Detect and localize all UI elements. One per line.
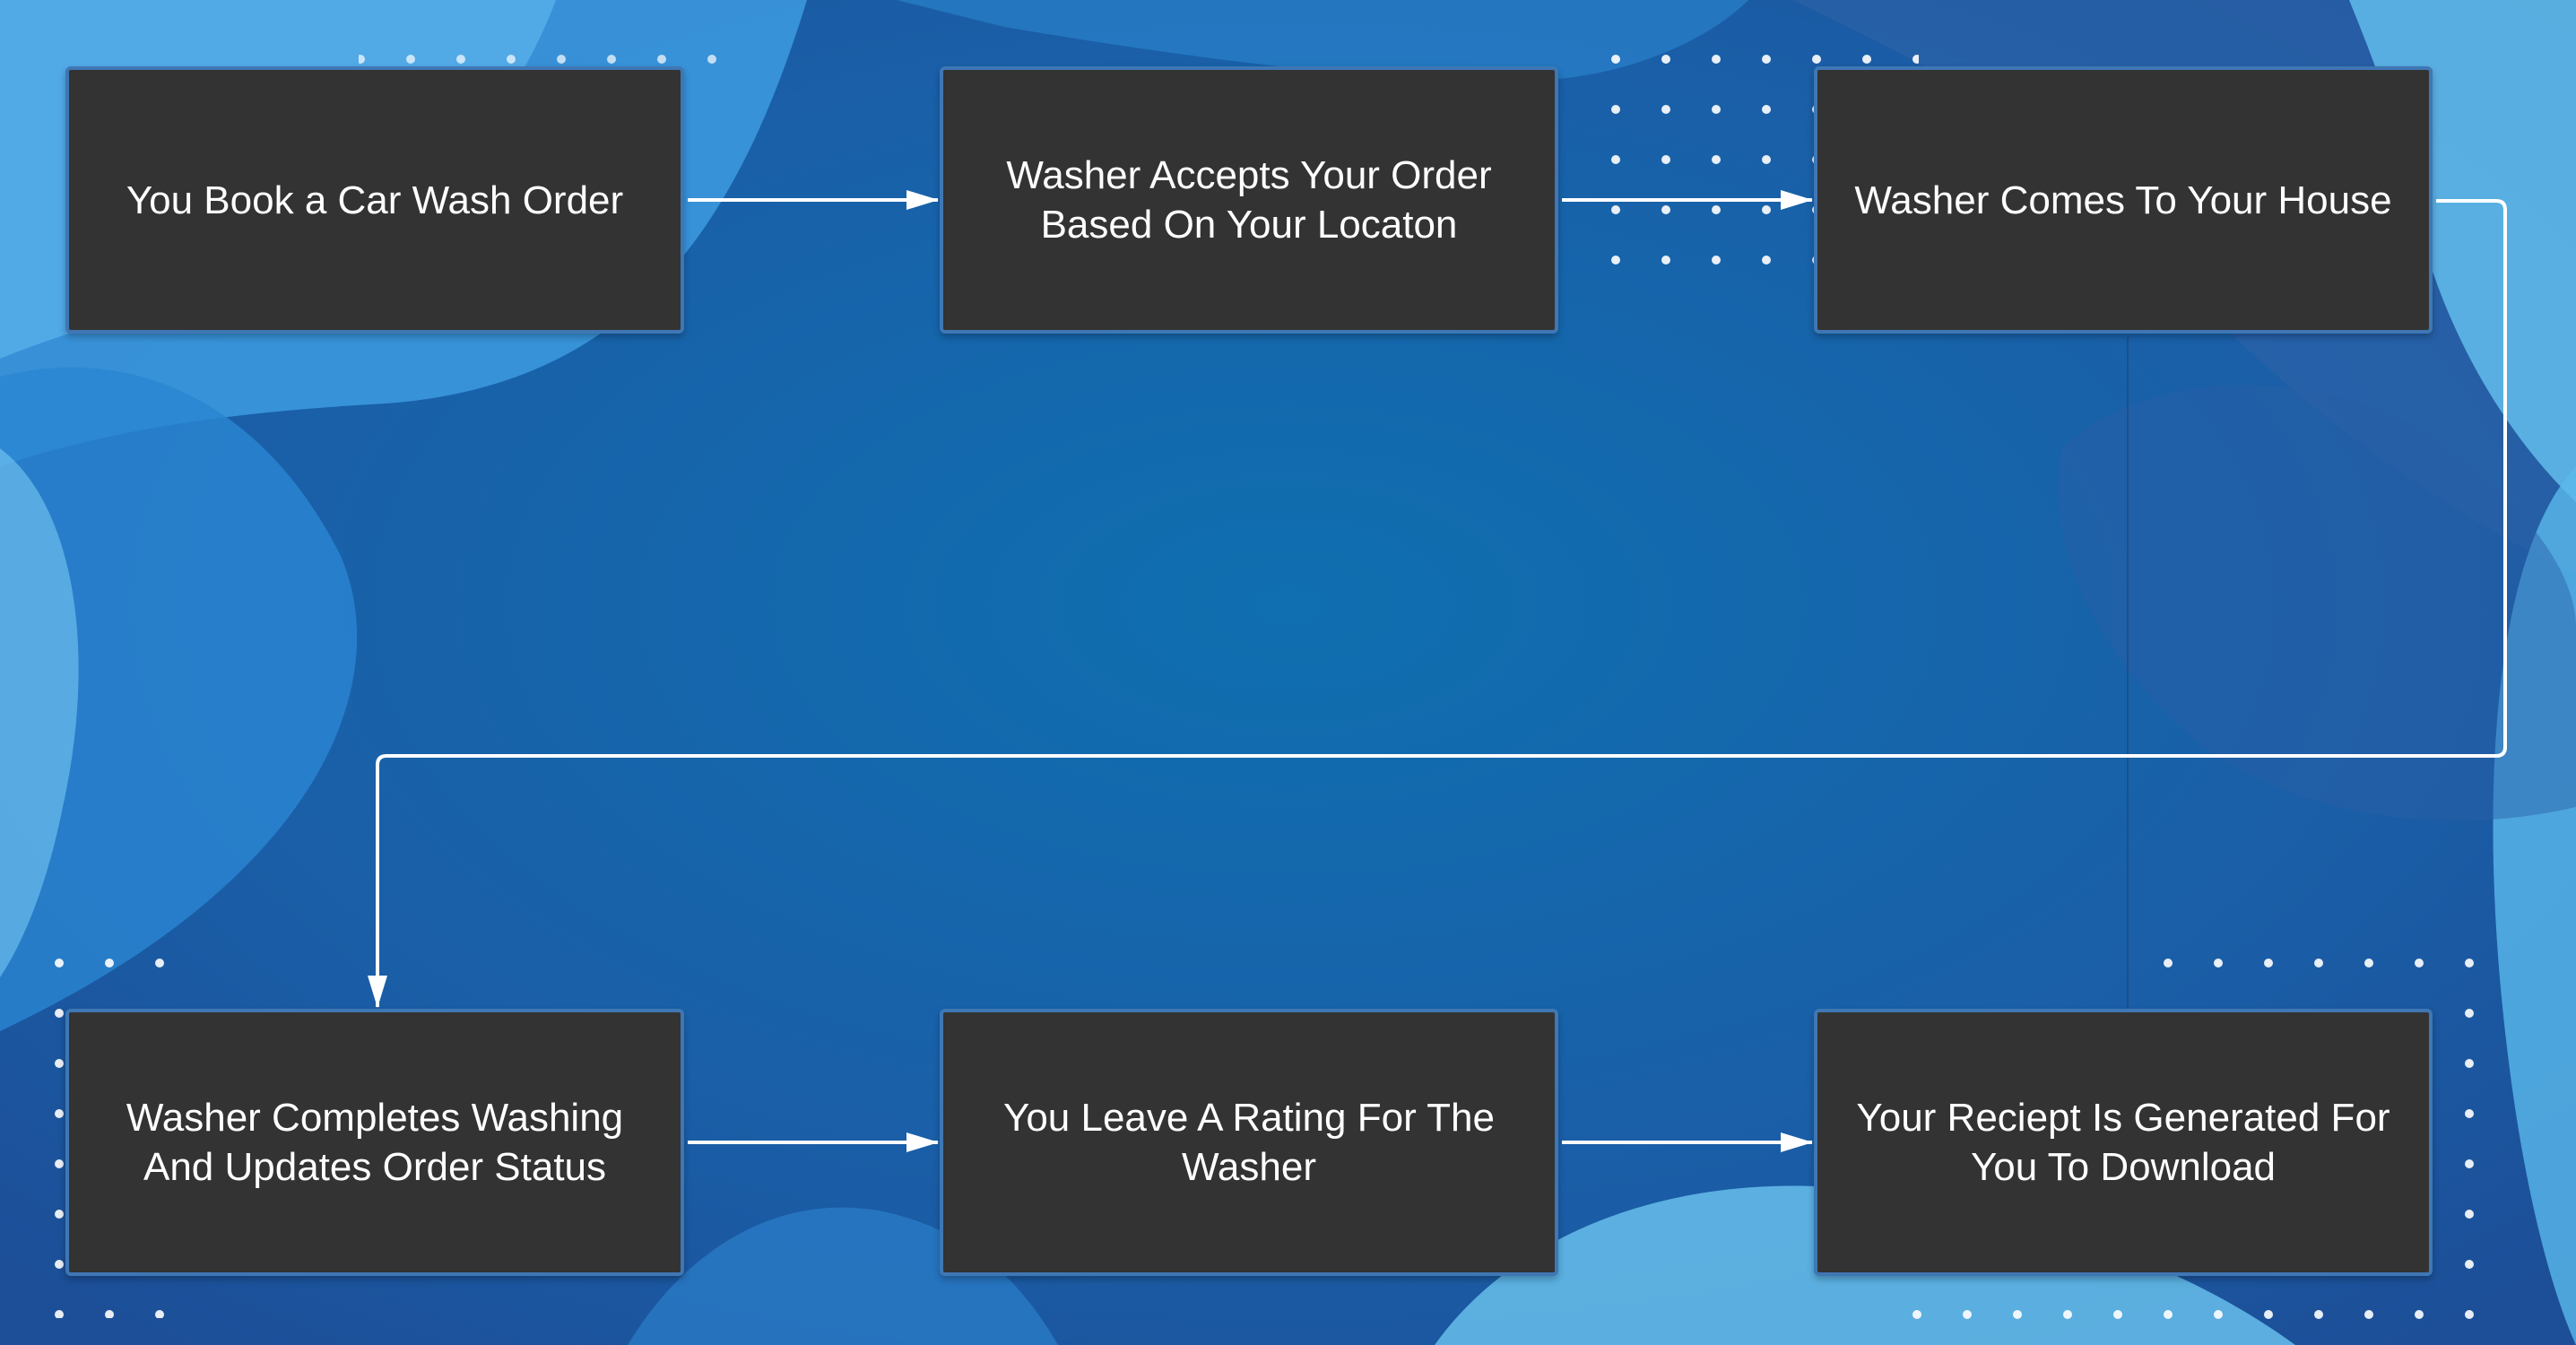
step-box-washer-completes: Washer Completes Washing And Updates Ord… [65,1009,684,1276]
step-label: Washer Completes Washing And Updates Ord… [126,1096,624,1189]
step-box-washer-accepts: Washer Accepts Your Order Based On Your … [940,66,1558,334]
step-label: Washer Accepts Your Order Based On Your … [1006,153,1492,247]
step-box-leave-rating: You Leave A Rating For The Washer [940,1009,1558,1276]
step-label: You Book a Car Wash Order [126,178,624,222]
step-label: Washer Comes To Your House [1854,178,2392,222]
connector-3-4 [368,199,2507,1008]
step-label: You Leave A Rating For The Washer [1003,1096,1495,1189]
step-box-washer-comes: Washer Comes To Your House [1814,66,2433,334]
step-label: Your Reciept Is Generated For You To Dow… [1856,1096,2390,1189]
step-box-receipt-generated: Your Reciept Is Generated For You To Dow… [1814,1009,2433,1276]
step-box-book-order: You Book a Car Wash Order [65,66,684,334]
